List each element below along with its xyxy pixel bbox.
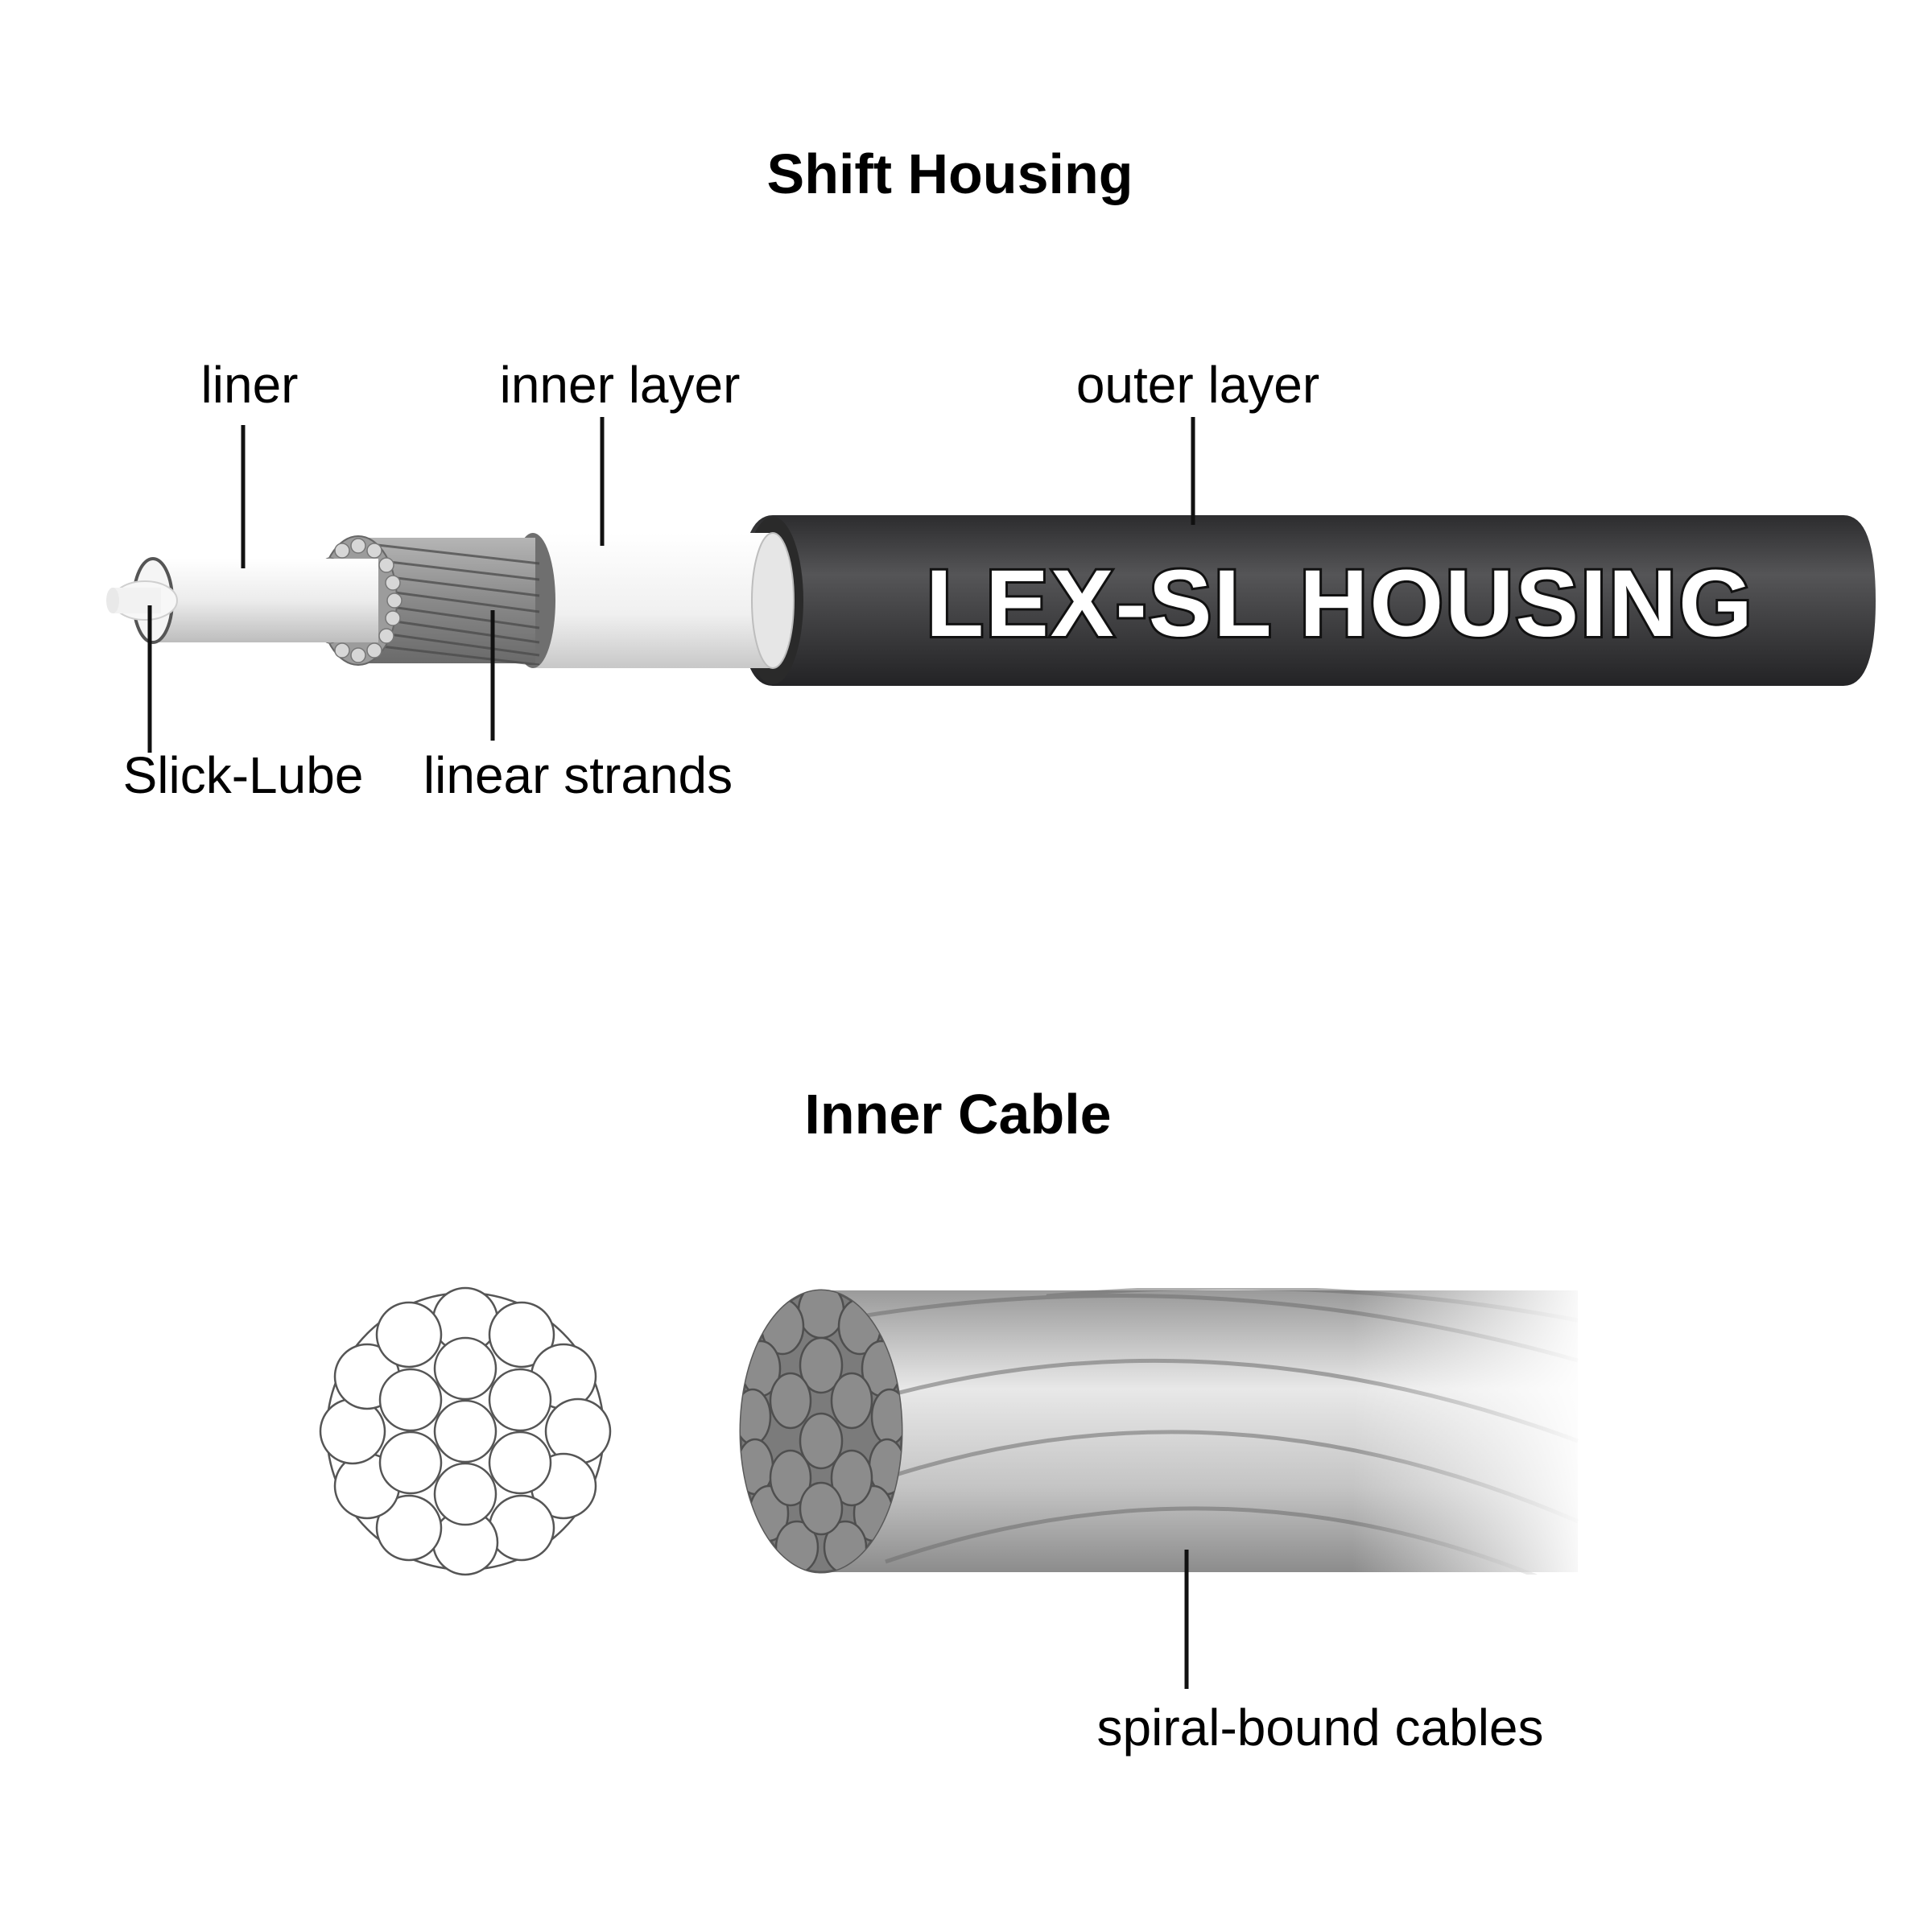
shift-housing-title: Shift Housing <box>767 142 1133 205</box>
cable-cross-section <box>319 1286 612 1576</box>
liner-tube <box>153 559 378 642</box>
label-slick-lube: Slick-Lube <box>123 746 364 804</box>
label-spiral-bound-cables: spiral-bound cables <box>1097 1699 1544 1757</box>
inner-cable-title: Inner Cable <box>804 1083 1111 1146</box>
outer-layer-jacket <box>741 515 1876 686</box>
linear-strands-bundle <box>354 538 535 663</box>
label-liner: liner <box>201 356 299 414</box>
label-outer-layer: outer layer <box>1076 356 1319 414</box>
brand-housing-text: LEX-SL HOUSING <box>926 551 1754 657</box>
inner-layer-sleeve <box>531 533 773 668</box>
inner-cable-illustration <box>739 1280 1594 1586</box>
label-linear-strands: linear strands <box>423 746 733 804</box>
label-inner-layer: inner layer <box>500 356 741 414</box>
housing-illustration: LEX-SL HOUSING <box>106 515 1876 686</box>
housing-leader-lines <box>147 417 1195 753</box>
